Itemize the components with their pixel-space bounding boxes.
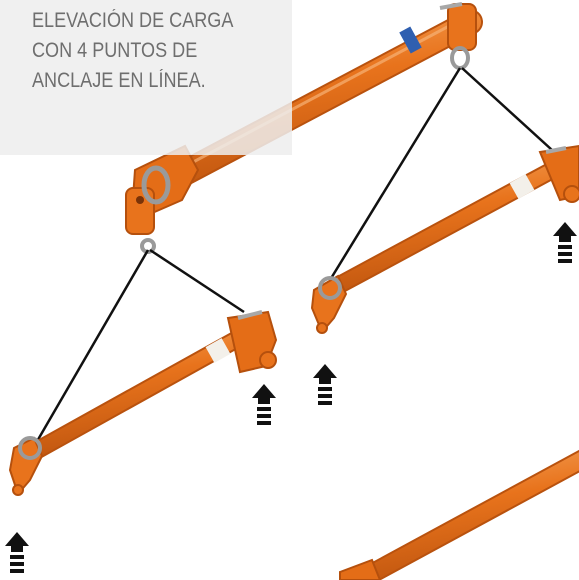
swivel-hook-icon-right	[310, 274, 348, 334]
load-beam-bottom	[339, 449, 579, 580]
end-fitting-upper-left	[125, 144, 200, 235]
slings-right	[328, 67, 553, 281]
lift-arrow-icon	[553, 222, 577, 263]
lift-arrow-icon	[252, 384, 276, 425]
lift-arrow-icon	[313, 364, 337, 405]
caption-line-2: CON 4 PUNTOS DE	[32, 39, 198, 62]
load-beam-left	[25, 310, 278, 461]
slings-left	[30, 248, 245, 451]
swivel-hook-icon	[8, 436, 44, 496]
end-fitting-upper-right	[439, 2, 477, 70]
caption-line-3: ANCLAJE EN LÍNEA.	[32, 69, 206, 92]
caption-line-1: ELEVACIÓN DE CARGA	[32, 9, 234, 32]
lift-arrow-icon	[5, 532, 29, 573]
caption-box: ELEVACIÓN DE CARGA CON 4 PUNTOS DE ANCLA…	[0, 0, 292, 155]
load-beam-right	[321, 144, 579, 299]
